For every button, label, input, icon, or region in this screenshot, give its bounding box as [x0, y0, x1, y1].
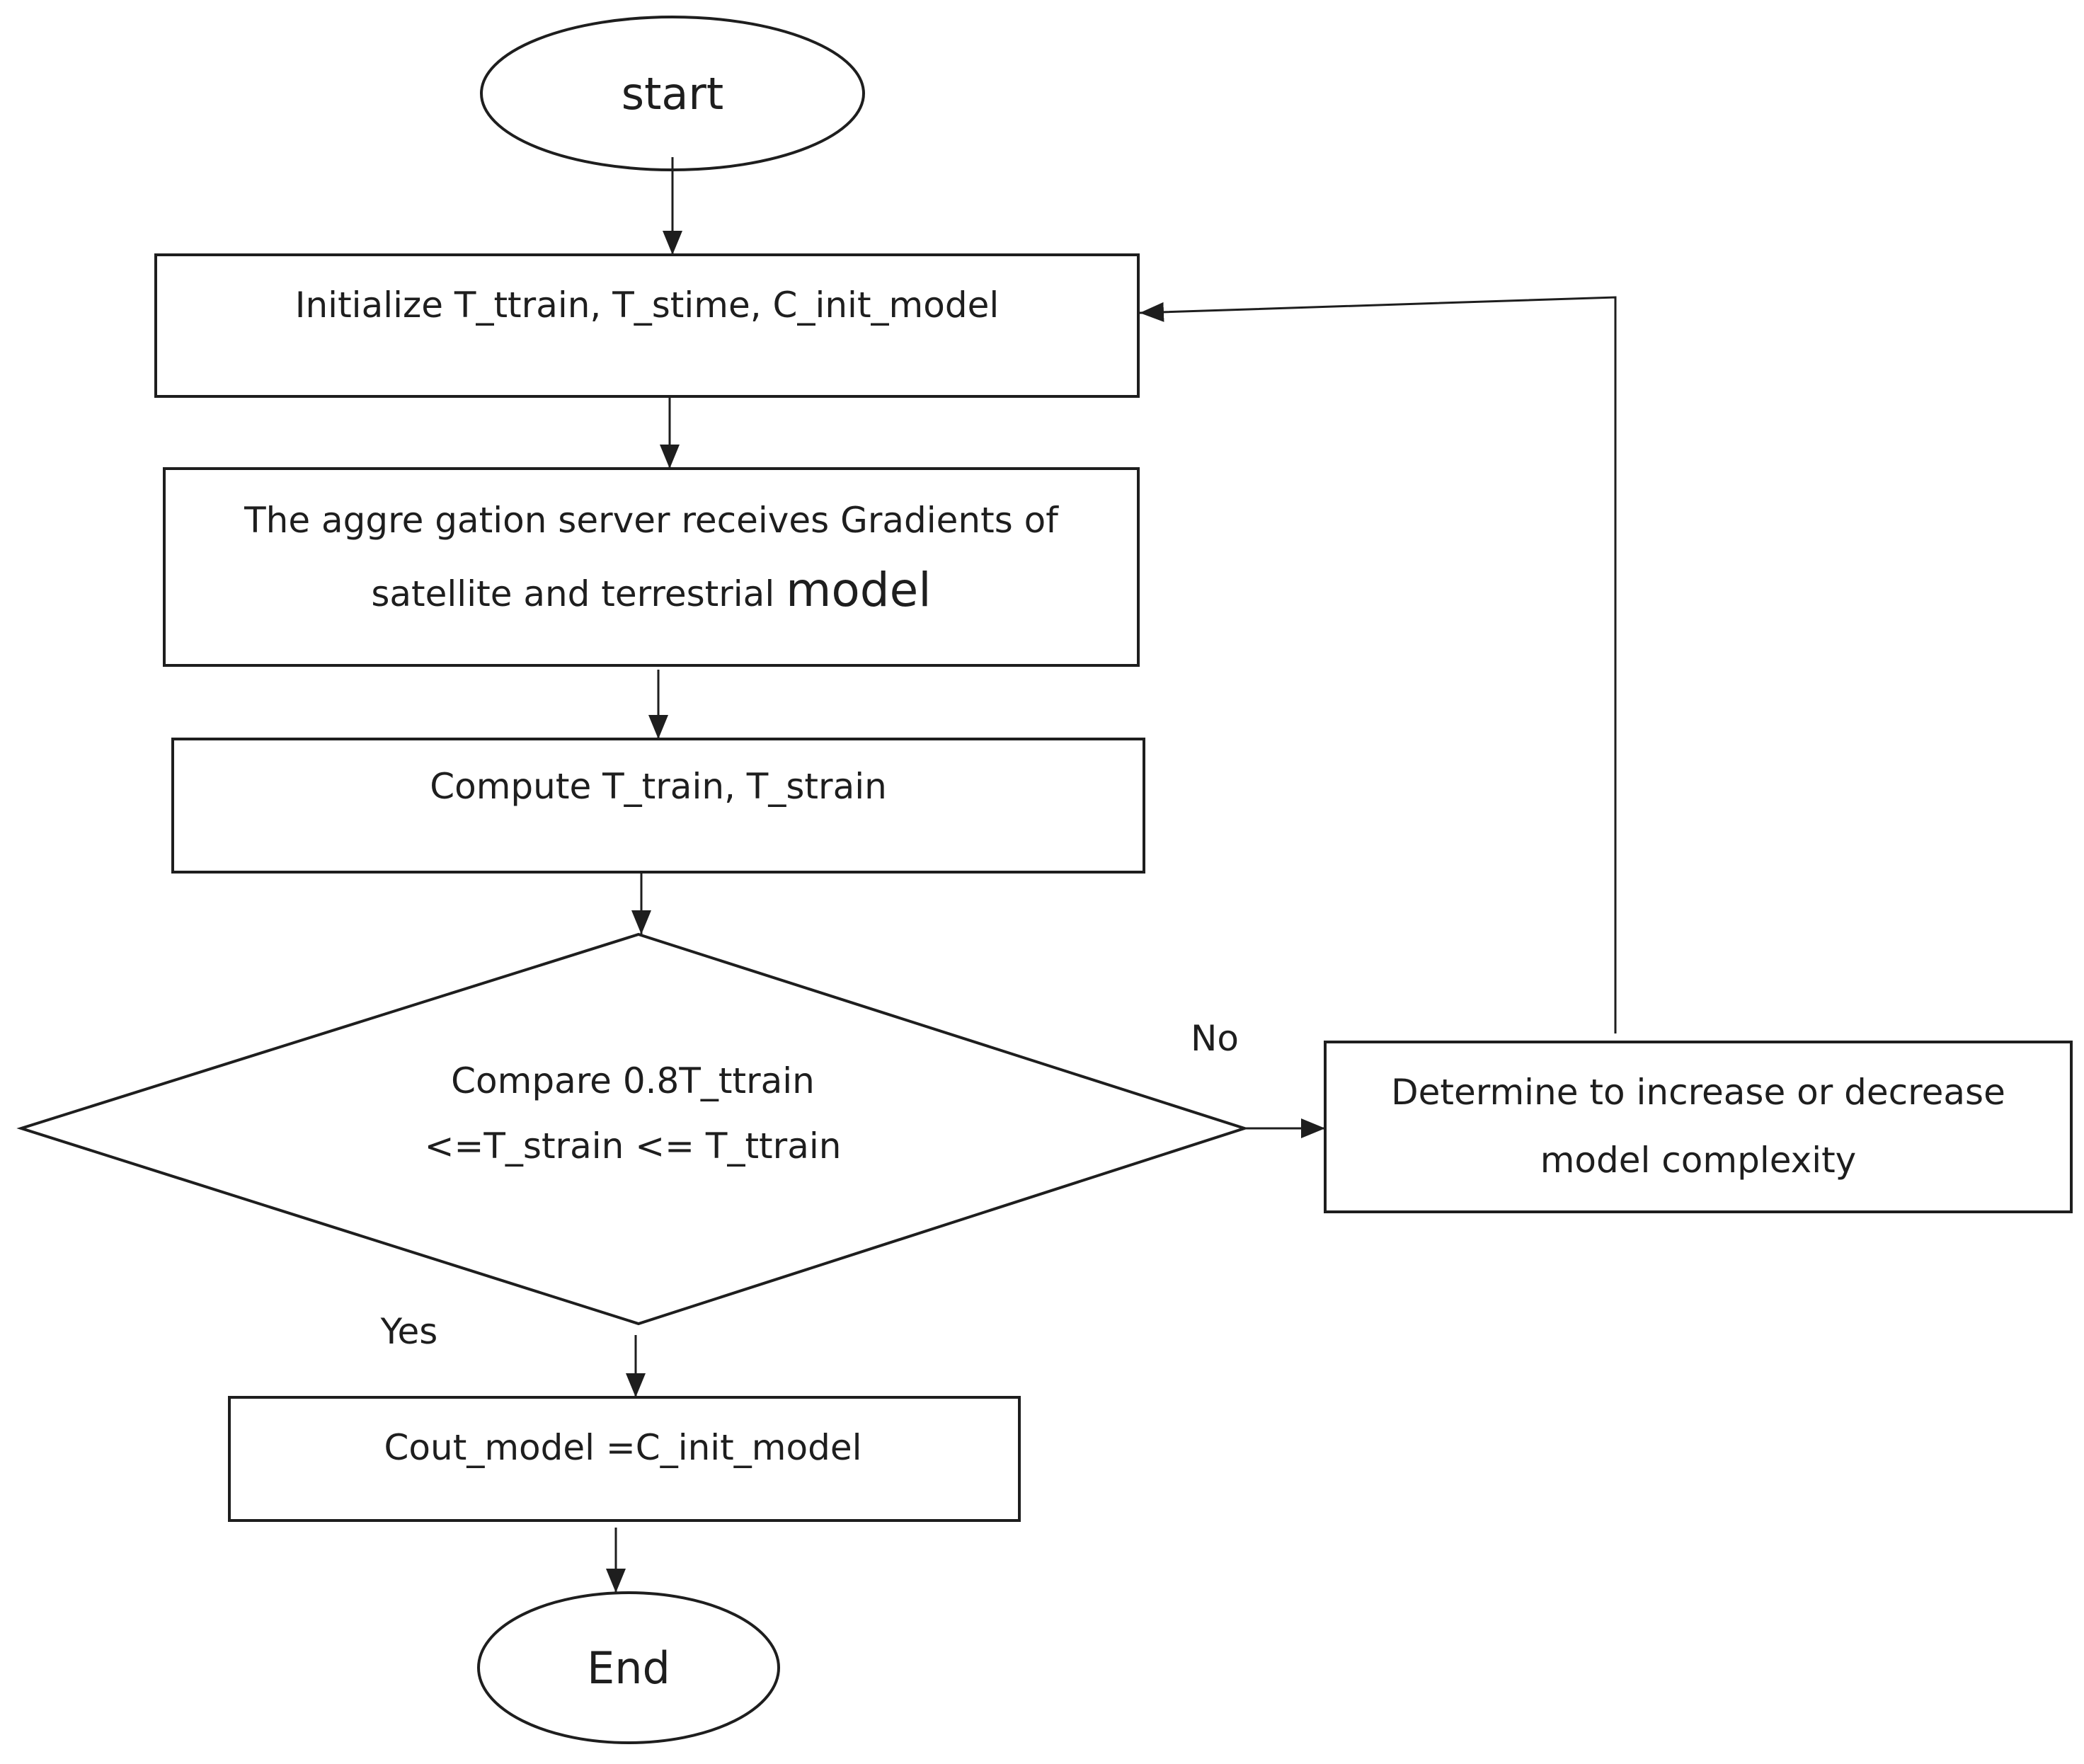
- arrow-determine-loop-to-initialize: [1139, 296, 1617, 1033]
- end-node: End: [477, 1591, 780, 1744]
- determine-box: [1324, 1041, 2073, 1213]
- end-label: End: [587, 1642, 670, 1694]
- initialize-node: Initialize T_ttrain, T_stime, C_init_mod…: [154, 253, 1140, 398]
- receive-gradients-node: The aggre gation server receives Gradien…: [163, 467, 1140, 667]
- edge-label-no: No: [1191, 1018, 1239, 1059]
- start-label: start: [622, 68, 723, 120]
- determine-line1: Determine to increase or decrease: [1391, 1072, 2005, 1113]
- assign-label: Cout_model =C_init_model: [384, 1427, 862, 1468]
- compute-label: Compute T_train, T_strain: [430, 766, 887, 807]
- start-node: start: [480, 16, 865, 171]
- receive-gradients-line2-a: satellite and terrestrial: [371, 573, 786, 614]
- compute-node: Compute T_train, T_strain: [171, 738, 1145, 874]
- determine-line2: model complexity: [1540, 1140, 1857, 1181]
- receive-gradients-line2-b: model: [786, 563, 932, 617]
- receive-gradients-line1: The aggre gation server receives Gradien…: [244, 500, 1059, 541]
- end-ellipse: [477, 1591, 780, 1744]
- compare-line2: <=T_strain <= T_ttrain: [425, 1126, 842, 1167]
- receive-gradients-box: [163, 467, 1140, 667]
- assign-box: [228, 1396, 1021, 1522]
- compare-decision-node: Compare 0.8T_ttrain <=T_strain <= T_ttra…: [16, 932, 1249, 1326]
- compare-line1: Compare 0.8T_ttrain: [451, 1060, 815, 1101]
- assign-node: Cout_model =C_init_model: [228, 1396, 1021, 1522]
- initialize-box: [154, 253, 1140, 398]
- receive-gradients-line2: satellite and terrestrial model: [371, 563, 931, 617]
- initialize-label: Initialize T_ttrain, T_stime, C_init_mod…: [295, 285, 999, 326]
- determine-node: Determine to increase or decrease model …: [1324, 1041, 2073, 1213]
- edge-label-yes: Yes: [380, 1311, 438, 1352]
- compute-box: [171, 738, 1145, 874]
- compare-diamond: [16, 932, 1249, 1326]
